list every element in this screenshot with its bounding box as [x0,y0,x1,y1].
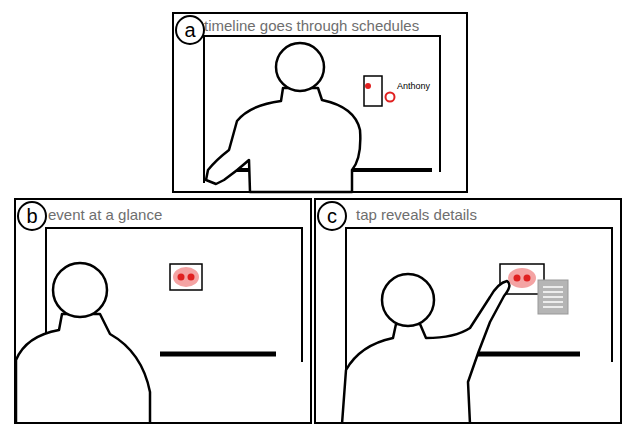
event-dot [365,83,371,89]
details-lines [543,287,563,307]
panel-letter-badge: c [317,201,347,231]
panel-letter: c [327,206,337,226]
panel-letter-badge: a [175,15,205,45]
panel-letter: b [26,206,37,226]
details-popup [538,280,568,314]
event-card [364,76,382,106]
event-dot [524,275,531,282]
scene-panel: timeline goes through schedules a [172,12,468,193]
scene-a [204,36,440,192]
scene-c [342,228,612,424]
scene-b [16,228,302,424]
timeline-bar [160,352,276,357]
event-blob [173,267,199,287]
event-blob [508,268,536,288]
timeline-bar [470,352,580,357]
panel-letter: a [184,20,195,40]
event-dot [188,274,195,281]
event-dot [514,275,521,282]
person-head [382,274,434,326]
person-silhouette [16,314,150,424]
panel-letter-badge: b [17,201,47,231]
scene-panel: event at a glance b [14,198,312,424]
person-marker [386,93,395,102]
event-dot [178,274,185,281]
panel-caption: event at a glance [48,206,162,223]
person-silhouette [206,88,360,192]
person-head [276,43,324,91]
panel-caption: tap reveals details [356,206,477,223]
event-card [170,264,202,290]
scene-panel: tap reveals details c [314,198,622,424]
person-head [53,263,107,317]
person-name: Anthony [397,81,430,92]
panel-caption: timeline goes through schedules [204,17,419,34]
